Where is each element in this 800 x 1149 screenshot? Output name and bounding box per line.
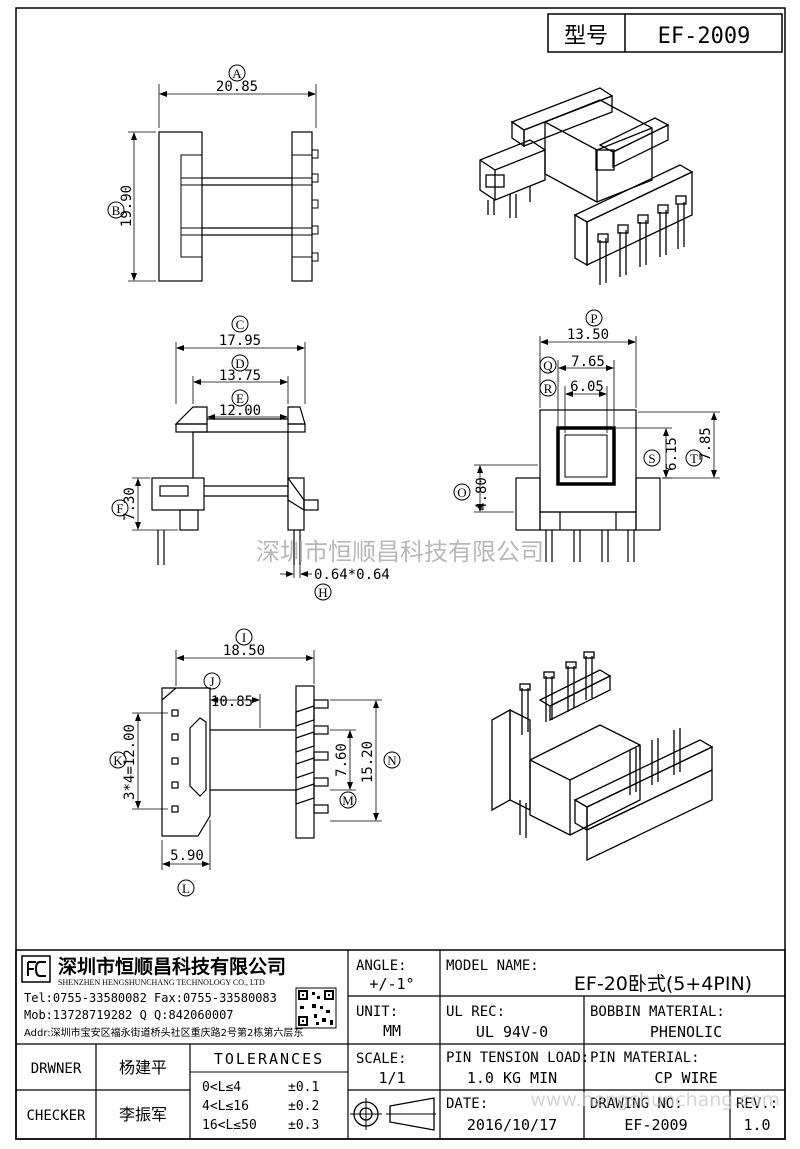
- dim-D-label: D: [235, 356, 244, 371]
- dim-Q-label: Q: [543, 358, 553, 373]
- pin-tension-value: 1.0 KG MIN: [467, 1069, 557, 1087]
- dim-B-value: 19.90: [119, 185, 135, 227]
- tolerance-range-0: 0<L≤4: [202, 1080, 241, 1095]
- top-view: A 20.85 B 19.90: [107, 64, 319, 282]
- dim-I-value: 18.50: [223, 643, 265, 659]
- date-label: DATE:: [446, 1096, 488, 1112]
- rev-label: REV.:: [736, 1096, 778, 1112]
- dim-S-label: S: [648, 451, 655, 466]
- dim-A-label: A: [232, 66, 242, 81]
- dim-T-value: 7.85: [698, 427, 714, 461]
- dim-Q-value: 7.65: [571, 354, 605, 370]
- company-tel: Tel:0755-33580082 Fax:0755-33580083: [24, 991, 277, 1005]
- model-header-value: EF-2009: [658, 24, 751, 49]
- tolerance-range-1: 4<L≤16: [202, 1099, 249, 1114]
- side-view: P 13.50 Q 7.65 R 6.05 S 6.15 T 7.85 O 4.…: [453, 309, 720, 562]
- dim-H-label: H: [318, 585, 327, 600]
- drawing-no-value: EF-2009: [624, 1116, 687, 1134]
- angle-label: ANGLE:: [356, 958, 407, 974]
- dim-T-label: T: [690, 451, 698, 466]
- company-mob: Mob:13728719282 Q Q:842060007: [24, 1008, 234, 1022]
- model-name-label: MODEL NAME:: [446, 958, 539, 974]
- dim-L-label: L: [182, 881, 190, 896]
- tolerance-value-2: ±0.3: [288, 1118, 319, 1133]
- model-name-value: EF-20卧式(5+4PIN): [574, 973, 752, 995]
- dim-P-value: 13.50: [567, 327, 609, 343]
- checker-value: 李振军: [119, 1105, 167, 1124]
- company-addr: Addr:深圳市宝安区福永街道桥头社区重庆路2号第2栋第六层东: [24, 1026, 303, 1039]
- dim-F-label: F: [116, 501, 123, 516]
- drawer-label: DRWNER: [31, 1061, 82, 1077]
- date-value: 2016/10/17: [467, 1116, 557, 1134]
- company-logo-icon: [21, 955, 51, 983]
- tolerance-range-2: 16<L≤50: [202, 1118, 257, 1133]
- model-header-label: 型号: [564, 24, 608, 49]
- dim-I-label: I: [242, 630, 246, 645]
- ul-rec-value: UL 94V-0: [476, 1023, 548, 1041]
- bobbin-material-value: PHENOLIC: [650, 1023, 722, 1041]
- company-name-cn: 深圳市恒顺昌科技有限公司: [58, 955, 286, 978]
- dim-O-value: 4.80: [474, 477, 490, 511]
- pin-material-label: PIN MATERIAL:: [590, 1050, 700, 1066]
- dim-P-label: P: [590, 311, 597, 326]
- unit-value: MM: [383, 1022, 401, 1040]
- angle-value: +/-1°: [369, 975, 414, 993]
- dim-M-label: M: [342, 793, 354, 808]
- dim-C-label: C: [236, 317, 245, 332]
- isometric-view-lower: [491, 651, 714, 862]
- pin-material-value: CP WIRE: [654, 1069, 717, 1087]
- tolerance-value-0: ±0.1: [288, 1080, 319, 1095]
- isometric-view-upper: [479, 87, 694, 285]
- dim-O-label: O: [457, 485, 466, 500]
- company-name-en: SHENZHEN HENGSHUNCHANG TECHNOLOGY CO., L…: [58, 978, 265, 987]
- dim-K-label: K: [113, 753, 123, 768]
- dim-S-value: 6.15: [664, 437, 680, 471]
- dim-L-value: 5.90: [170, 848, 204, 864]
- dim-D-value: 13.75: [219, 368, 261, 384]
- dim-H-value: 0.64*0.64: [314, 567, 390, 583]
- scale-label: SCALE:: [356, 1051, 407, 1067]
- dim-E-value: 12.00: [219, 403, 261, 419]
- pin-tension-label: PIN TENSION LOAD:: [446, 1050, 589, 1066]
- dim-E-label: E: [236, 391, 244, 406]
- dim-C-value: 17.95: [219, 333, 261, 349]
- unit-label: UNIT:: [356, 1004, 398, 1020]
- dim-A-value: 20.85: [216, 79, 258, 95]
- front-view: C 17.95 D 13.75 E 12.00 F 7.30 0.64*0.64…: [111, 315, 390, 601]
- dim-J-label: J: [209, 674, 214, 689]
- watermark-url: www.hengshunchang.com: [530, 1089, 780, 1111]
- bobbin-material-label: BOBBIN MATERIAL:: [590, 1004, 725, 1020]
- tolerances-label: TOLERANCES: [214, 1050, 324, 1068]
- dim-N-label: N: [387, 753, 397, 768]
- dim-J-value: 10.85: [211, 694, 253, 710]
- title-block: 深圳市恒顺昌科技有限公司 SHENZHEN HENGSHUNCHANG TECH…: [15, 949, 786, 1140]
- projection-symbol-icon: [350, 1097, 436, 1131]
- rev-value: 1.0: [743, 1116, 770, 1134]
- dim-R-label: R: [544, 381, 553, 396]
- drawer-value: 杨建平: [119, 1058, 167, 1077]
- dim-M-value: 7.60: [334, 743, 350, 777]
- ul-rec-label: UL REC:: [446, 1004, 505, 1020]
- watermark-center: 深圳市恒顺昌科技有限公司: [256, 538, 544, 566]
- dim-R-value: 6.05: [570, 379, 604, 395]
- dim-N-value: 15.20: [360, 741, 376, 783]
- dim-F-value: 7.30: [122, 487, 138, 521]
- model-header: 型号 EF-2009: [547, 13, 783, 53]
- tolerance-value-1: ±0.2: [288, 1099, 319, 1114]
- qr-code-icon: [295, 987, 337, 1029]
- scale-value: 1/1: [378, 1069, 405, 1087]
- dim-B-label: B: [112, 203, 121, 218]
- checker-label: CHECKER: [26, 1108, 86, 1124]
- drawing-no-label: DRAWING NO:: [590, 1096, 683, 1112]
- bottom-view: I 18.50 J 10.85 K 3*4=12.00 7.60 M 15.20…: [109, 628, 401, 897]
- dim-K-value: 3*4=12.00: [122, 724, 138, 800]
